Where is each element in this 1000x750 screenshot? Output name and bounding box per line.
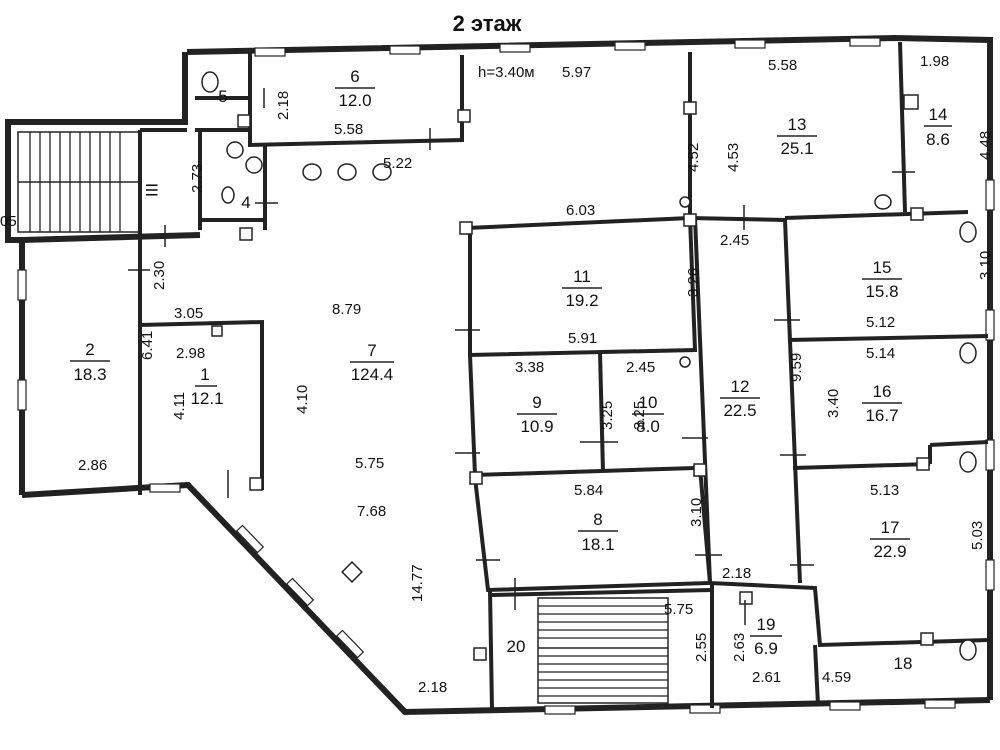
- floor-title: 2 этаж: [453, 11, 522, 36]
- dim-label: 05: [0, 213, 17, 230]
- room-10-number: 10: [639, 393, 658, 412]
- room-15-area: 15.8: [865, 282, 898, 301]
- dim-label: 2.73: [189, 164, 206, 193]
- stair-III-number: III: [142, 183, 161, 197]
- dim-label: 5.75: [355, 455, 384, 472]
- room-15-number: 15: [873, 258, 892, 277]
- dim-label: 3.25: [599, 401, 616, 430]
- room-2-area: 18.3: [73, 365, 106, 384]
- dim-label: 2.30: [151, 261, 168, 290]
- dim-label: 5.75: [664, 601, 693, 618]
- dim-label: 2.18: [275, 91, 292, 120]
- room-19-area: 6.9: [754, 639, 778, 658]
- room-1-area: 12.1: [190, 389, 223, 408]
- dim-label: 8.79: [332, 301, 361, 318]
- dim-label: 6.03: [566, 202, 595, 219]
- staircase-bottom: [537, 597, 669, 704]
- dim-label: 2.45: [720, 232, 749, 249]
- dim-label: 2.18: [722, 565, 751, 582]
- room-13-area: 25.1: [780, 139, 813, 158]
- room-19-number: 19: [757, 615, 776, 634]
- dim-label: 3.40: [825, 389, 842, 418]
- dimension-labels: 2.18 5.58 5.22 h=3.40м 5.97 5.58 1.98 4.…: [0, 53, 994, 696]
- dim-label: 4.11: [171, 392, 188, 420]
- dim-label: 3.10: [977, 251, 994, 280]
- room-8-area: 18.1: [581, 535, 614, 554]
- dim-label: 5.58: [768, 57, 797, 74]
- room-6-area: 12.0: [338, 91, 371, 110]
- door-marks: [128, 88, 915, 625]
- room-11-number: 11: [573, 267, 591, 286]
- dim-label: 4.48: [977, 131, 994, 160]
- room-10-area: 8.0: [636, 417, 660, 436]
- room-5-number: 5: [218, 87, 227, 106]
- dim-label: 5.03: [969, 521, 986, 550]
- dim-label: 3.05: [174, 305, 203, 322]
- dim-label: 2.86: [78, 457, 107, 474]
- room-16-area: 16.7: [865, 406, 898, 425]
- exterior-walls: [5, 34, 993, 716]
- interior-walls: [138, 41, 989, 711]
- staircase-left: [17, 131, 141, 233]
- room-14-area: 8.6: [926, 130, 950, 149]
- room-12-area: 22.5: [723, 401, 756, 420]
- dim-label: 7.68: [357, 503, 386, 520]
- room-12-number: 12: [731, 377, 750, 396]
- room-4-number: 4: [241, 193, 250, 212]
- dim-label: 2.45: [626, 359, 655, 376]
- dim-label: 5.91: [568, 330, 597, 347]
- dim-label: 6.41: [139, 331, 156, 360]
- plumbing-fixtures: [201, 71, 977, 661]
- room-9-area: 10.9: [520, 417, 553, 436]
- dim-label: 5.84: [574, 482, 603, 499]
- dim-label: 2.61: [752, 669, 781, 686]
- room-9-number: 9: [532, 393, 541, 412]
- dim-label: 2.63: [731, 633, 748, 662]
- dim-label: 2.18: [418, 679, 447, 696]
- dim-label: 4.59: [822, 669, 851, 686]
- dim-label: 14.77: [409, 564, 426, 602]
- dim-label: 5.22: [383, 155, 412, 172]
- dim-label: 5.13: [870, 482, 899, 499]
- room-7-number: 7: [367, 341, 376, 360]
- dim-label: 9.59: [788, 353, 805, 382]
- room-14-number: 14: [929, 105, 948, 124]
- room-7-area: 124.4: [351, 365, 394, 384]
- dim-label: 2.55: [693, 633, 710, 662]
- room-2-number: 2: [85, 340, 94, 359]
- dim-label: 5.12: [866, 314, 895, 331]
- room-6-number: 6: [350, 67, 359, 86]
- dim-label: 3.26: [685, 268, 702, 297]
- room-17-area: 22.9: [873, 542, 906, 561]
- dim-label: 3.25: [631, 401, 648, 430]
- dim-label: 5.58: [334, 121, 363, 138]
- room-17-number: 17: [881, 518, 900, 537]
- dim-label: 5.97: [562, 64, 591, 81]
- dim-label: 4.53: [725, 143, 742, 172]
- room-13-number: 13: [788, 115, 807, 134]
- dim-label: 1.98: [920, 53, 949, 70]
- room-1-number: 1: [200, 365, 209, 384]
- dim-label: 2.98: [176, 345, 205, 362]
- dim-label: 3.38: [515, 359, 544, 376]
- dim-label: 5.14: [866, 345, 895, 362]
- room-18-number: 18: [894, 654, 913, 673]
- room-20-number: 20: [507, 637, 526, 656]
- columns: [211, 94, 934, 661]
- windows: [17, 37, 995, 715]
- room-labels: 1 12.1 2 18.3 4 5 6 12.0 7 124.4 8 18.1 …: [70, 67, 952, 673]
- room-11-area: 19.2: [565, 291, 598, 310]
- room-16-number: 16: [873, 382, 892, 401]
- dim-label: 3.10: [688, 498, 705, 527]
- dim-height-note: h=3.40м: [478, 64, 535, 81]
- dim-label: 4.10: [294, 385, 311, 414]
- dim-label: 4.52: [685, 143, 702, 172]
- room-8-number: 8: [593, 510, 602, 529]
